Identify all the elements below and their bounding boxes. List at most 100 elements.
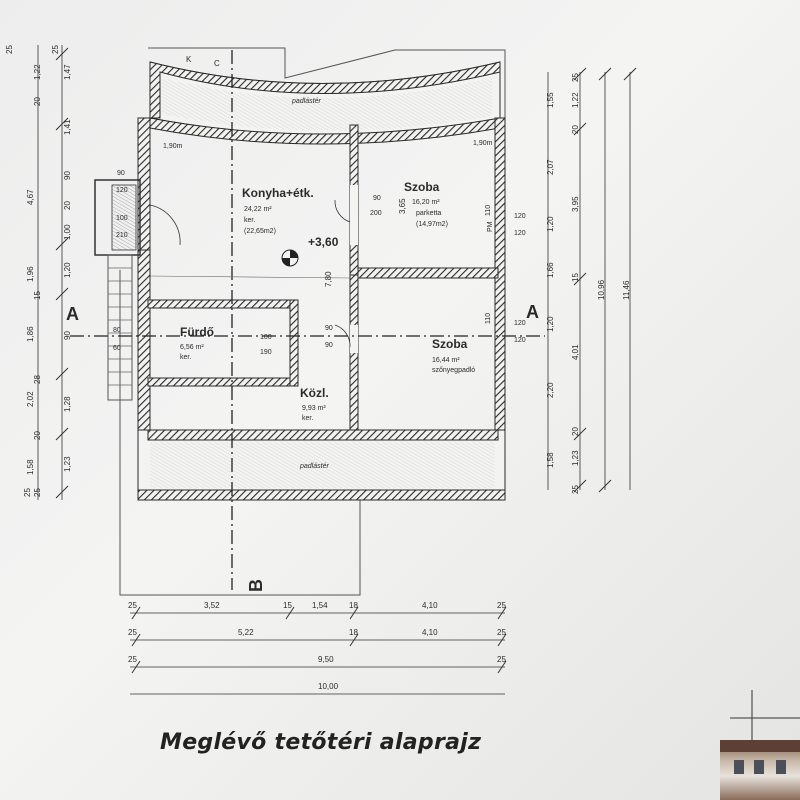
- axis-b: B: [246, 579, 266, 592]
- label-k: K: [186, 55, 192, 64]
- door-arc-room2: [334, 324, 351, 348]
- dims-right-1: 1,55 2,07 1,20 1,66 1,20 2,20 1,58: [546, 92, 555, 468]
- label-d365: 3,65: [398, 198, 407, 214]
- dim-left-inner-label: 20: [33, 431, 42, 440]
- attic-label-top: padlástér: [291, 98, 321, 105]
- label-c: C: [214, 59, 220, 68]
- thumbnail-roof: [720, 740, 800, 752]
- label-d190: 190: [260, 349, 272, 356]
- dim-left-outer-label: 1,96: [26, 266, 35, 282]
- room-room1: Szoba 16,20 m² parketta (14,97m2): [404, 180, 448, 228]
- thumbnail-window: [734, 760, 744, 774]
- room-room2-name: Szoba: [432, 337, 468, 351]
- thumbnail-photo: [720, 740, 800, 800]
- door-arc-room1: [334, 199, 351, 223]
- label-w110a: 110: [485, 205, 492, 216]
- attic-label-bottom: padlástér: [299, 463, 329, 470]
- dim-left-inner-label: 15: [33, 291, 42, 300]
- wall-rooms-split: [357, 267, 499, 279]
- dim-right2-label: 20: [571, 125, 580, 134]
- dim-left-outer-label: 1,58: [26, 459, 35, 475]
- dim-bottom-total: 10,00: [318, 682, 339, 691]
- dim-left-inner-label: 25: [51, 45, 60, 54]
- attic-fill-top: [162, 78, 492, 131]
- room-hall-floor: ker.: [302, 415, 313, 422]
- room-hall: Közl. 9,93 m² ker.: [300, 386, 329, 422]
- wall-bath-top: [147, 299, 299, 309]
- dim-right1-label: 2,20: [546, 382, 555, 398]
- label-d780: 7,80: [324, 271, 333, 287]
- balcony-inner: [111, 184, 137, 251]
- dim-bottom-label: 25: [128, 655, 137, 664]
- label-w120a: 120: [116, 187, 128, 194]
- dim-left-outer-label: 1,86: [26, 326, 35, 342]
- dim-left-outer-label: 4,67: [26, 189, 35, 205]
- dim-right2-label: 25: [571, 485, 580, 494]
- dim-bottom-label: 15: [283, 601, 292, 610]
- dim-right1-label: 1,20: [546, 216, 555, 232]
- dim-ticks: [55, 47, 637, 674]
- dim-left-inner-label: 1,00: [63, 224, 72, 240]
- dim-bottom-label: 25: [128, 601, 137, 610]
- dim-right2-label: 1,22: [571, 92, 580, 108]
- attic-wall-bottom-inner: [147, 429, 499, 441]
- dim-left-outer-label: 25: [23, 488, 32, 497]
- label-w90: 90: [117, 170, 125, 177]
- room-bath-name: Fürdő: [180, 325, 214, 339]
- dims-left-inner: 25 1,22 1,47 20 1,41 90 1,00 20 1,20 15 …: [33, 45, 72, 497]
- room-room2: Szoba 16,44 m² szőnyegpadló: [432, 337, 475, 374]
- attic-wall-bottom-outer: [137, 489, 506, 501]
- dim-bottom-label: 4,10: [422, 628, 438, 637]
- dim-left-inner-label: 90: [63, 331, 72, 340]
- stair: [107, 254, 133, 401]
- room-hall-name: Közl.: [300, 386, 329, 400]
- dims-left-outer: 25 4,67 1,96 1,86 2,02 1,58 25: [5, 45, 35, 497]
- dim-left-inner-label: 1,47: [63, 64, 72, 80]
- dim-right2-label: 1,23: [571, 450, 580, 466]
- axis-a-right: A: [526, 302, 539, 322]
- wall-bath-right: [289, 299, 299, 387]
- dim-left-inner-label: 20: [33, 97, 42, 106]
- label-d100: 100: [260, 334, 272, 341]
- drawing-title: Meglévő tetőtéri alaprajz: [160, 730, 482, 755]
- dim-left-inner-label: 1,28: [63, 396, 72, 412]
- dim-left-inner-label: 90: [63, 171, 72, 180]
- dim-left-inner-label: 20: [63, 201, 72, 210]
- room-kitchen-floor: ker.: [244, 217, 255, 224]
- label-w100: 100: [116, 215, 128, 222]
- dim-bottom-label: 25: [128, 628, 137, 637]
- room-kitchen-note: (22,65m2): [244, 228, 276, 235]
- label-w110b: 110: [485, 313, 492, 324]
- dim-left-inner-label: 1,22: [33, 64, 42, 80]
- dim-right2-label: 4,01: [571, 344, 580, 360]
- label-w120e: 120: [514, 337, 526, 344]
- height-mark: +3,60: [308, 235, 339, 249]
- dim-lines: [37, 45, 631, 695]
- dim-bottom-label: 5,22: [238, 628, 254, 637]
- label-d200: 200: [370, 210, 382, 217]
- label-w120c: 120: [514, 230, 526, 237]
- dim-left-inner-label: 28: [33, 375, 42, 384]
- label-pm: PM: [487, 221, 494, 232]
- dim-bottom-label: 18: [349, 601, 358, 610]
- room-hall-area: 9,93 m²: [302, 405, 326, 412]
- room-bath: Fürdő 6,56 m² ker.: [180, 325, 214, 361]
- label-w210: 210: [116, 232, 128, 239]
- dim-left-outer-label: 2,02: [26, 391, 35, 407]
- dim-right1-label: 1,20: [546, 316, 555, 332]
- dim-right4-label: 11,46: [622, 280, 631, 300]
- stair-treads: [108, 267, 132, 386]
- dim-bottom-label: 4,10: [422, 601, 438, 610]
- label-d90b: 90: [325, 325, 333, 332]
- label-w120d: 120: [514, 320, 526, 327]
- dim-bottom-label: 25: [497, 628, 506, 637]
- room-room1-name: Szoba: [404, 180, 440, 194]
- dim-left-inner-label: 25: [33, 488, 42, 497]
- attic-wall-top-outer: [149, 61, 501, 119]
- dim-bottom-label: 3,52: [204, 601, 220, 610]
- dims-bottom-row3: 25 9,50 25: [128, 655, 506, 664]
- axis-a-left: A: [66, 304, 79, 324]
- room-kitchen: Konyha+étk. 24,22 m² ker. (22,65m2): [242, 186, 314, 235]
- door-arc-kitchen: [149, 204, 181, 246]
